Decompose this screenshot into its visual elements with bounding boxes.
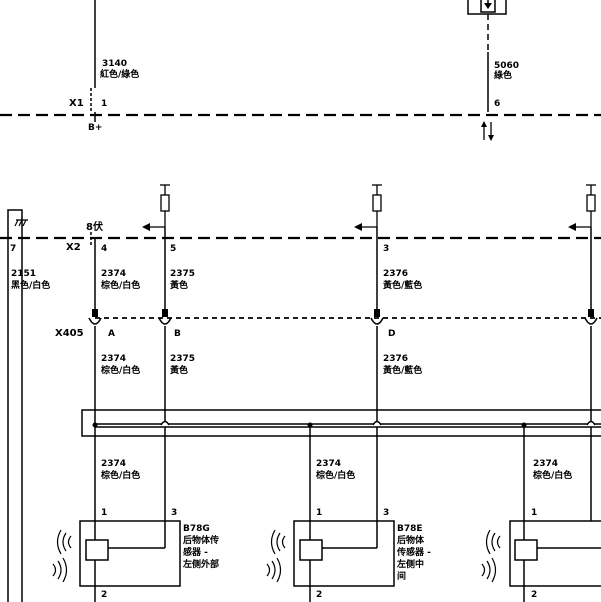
- b78g-desc-3: 左侧外部: [182, 558, 219, 570]
- b78e-pin-3: 3: [383, 508, 389, 518]
- x405-pin-b: B: [174, 329, 181, 339]
- splice-box: [81, 409, 601, 437]
- third-pin-2: 2: [531, 590, 537, 600]
- wire-2375-mid-color: 黃色: [169, 364, 188, 376]
- splice-bus: [81, 409, 601, 437]
- x1-pin-1: 1: [101, 99, 107, 109]
- top-right-component: [467, 0, 507, 15]
- b78g-element: [85, 539, 109, 561]
- b78g-housing: [79, 520, 181, 587]
- crossover-377: [372, 420, 382, 426]
- lower-wires: 2374 棕色/白色 2374 棕色/白色 2374 棕色/白色: [94, 427, 592, 548]
- x405-label: X405: [55, 328, 84, 339]
- x405-terminal-d: [370, 309, 384, 325]
- x405-pin-a: A: [108, 329, 115, 339]
- b78e-pin-1: 1: [316, 508, 322, 518]
- wire-2375-color: 黃色: [169, 279, 188, 291]
- supply-symbol-5: [142, 184, 170, 231]
- wire-3140-num: 3140: [102, 59, 127, 69]
- b78e-desc-4: 间: [397, 570, 406, 582]
- supply-symbol-right: [568, 184, 596, 231]
- wire-2374-mid-num: 2374: [101, 354, 126, 364]
- wire-lower-c-num: 2374: [533, 459, 558, 469]
- ultrasonic-wave-icon: [481, 529, 501, 583]
- x1-label: X1: [69, 98, 84, 109]
- x1-b-plus: B+: [88, 123, 102, 133]
- x405-terminal-right: [584, 309, 598, 325]
- junction-dot: [92, 422, 98, 428]
- ultrasonic-wave-icon: [52, 529, 72, 583]
- x405-pin-d: D: [388, 329, 395, 339]
- sensor-b78g: 1 3 2 B78G 后物体传 感器 - 左侧外部: [52, 508, 219, 602]
- x405-section: X405 A B D 2374 棕色/白色 2375 黃色 2376 黃色/藍色: [55, 309, 601, 425]
- junction-dot: [521, 422, 527, 428]
- third-pin-1: 1: [531, 508, 537, 518]
- wire-2374-color: 棕色/白色: [100, 279, 140, 291]
- wire-5060-num: 5060: [494, 61, 519, 71]
- ultrasonic-wave-icon: [266, 529, 286, 583]
- wire-2375-mid-num: 2375: [170, 354, 195, 364]
- junction-dot: [307, 422, 313, 428]
- b78g-id: B78G: [183, 524, 210, 534]
- ground-icon: [14, 219, 28, 227]
- wire-lower-b-num: 2374: [316, 459, 341, 469]
- wire-2374-num: 2374: [101, 269, 126, 279]
- crossover-591: [586, 420, 596, 426]
- third-element: [514, 539, 538, 561]
- wire-2151-num: 2151: [11, 269, 36, 279]
- wire-lower-b-color: 棕色/白色: [315, 469, 355, 481]
- b78g-pin-3: 3: [171, 508, 177, 518]
- wire-2376-color: 黃色/藍色: [382, 279, 422, 291]
- wire-2375-num: 2375: [170, 269, 195, 279]
- b78e-desc-2: 传感器 -: [396, 546, 431, 558]
- b78e-pin-2: 2: [316, 590, 322, 600]
- b78g-desc-2: 感器 -: [183, 546, 208, 558]
- x2-pin-5: 5: [170, 244, 176, 254]
- b78g-desc-1: 后物体传: [183, 534, 219, 546]
- b78g-pin-1: 1: [101, 508, 107, 518]
- top-right-inner-box: [480, 0, 496, 13]
- x2-pin-4: 4: [101, 244, 107, 254]
- b78e-desc-1: 后物体: [397, 534, 425, 546]
- bidirectional-arrow-icon: [481, 121, 494, 141]
- wire-lower-c-color: 棕色/白色: [532, 469, 572, 481]
- wire-2374-mid-color: 棕色/白色: [100, 364, 140, 376]
- b78g-pin-2: 2: [101, 590, 107, 600]
- x405-terminal-b: [158, 309, 172, 325]
- wire-lower-a-color: 棕色/白色: [100, 469, 140, 481]
- top-section: 3140 紅色/綠色 X1 1 B+ 5060 綠色 6: [0, 0, 601, 141]
- x405-terminal-a: [88, 309, 102, 325]
- ground-bracket: [7, 209, 23, 602]
- b78e-element: [299, 539, 323, 561]
- wire-2376-mid-color: 黃色/藍色: [382, 364, 422, 376]
- x2-pin-7: 7: [10, 244, 16, 254]
- wire-2151-color: 黑色/白色: [11, 279, 50, 291]
- wire-lower-a-num: 2374: [101, 459, 126, 469]
- wire-5060-color: 綠色: [494, 69, 512, 81]
- crossover-165: [160, 420, 170, 426]
- third-housing: [509, 520, 601, 587]
- sensor-third: 1 2: [481, 508, 601, 602]
- supply-symbol-3: [354, 184, 382, 231]
- b78e-id: B78E: [397, 524, 423, 534]
- wire-2376-num: 2376: [383, 269, 408, 279]
- top-right-arrowhead: [484, 3, 492, 9]
- b78e-housing: [293, 520, 395, 587]
- wire-2376-mid-num: 2376: [383, 354, 408, 364]
- x2-pin-3: 3: [383, 244, 389, 254]
- x2-label: X2: [66, 242, 81, 253]
- x1-pin-6: 6: [494, 99, 500, 109]
- sensor-b78e: 1 3 2 B78E 后物体 传感器 - 左侧中 间: [266, 508, 431, 602]
- x2-section: 8伏 X2 7 4 5 3 2151 黑色/白色 2374 棕色/白色 2375…: [0, 184, 601, 602]
- b78e-desc-3: 左侧中: [396, 558, 424, 570]
- wire-3140-color: 紅色/綠色: [100, 68, 139, 80]
- voltage-label: 8伏: [86, 220, 103, 233]
